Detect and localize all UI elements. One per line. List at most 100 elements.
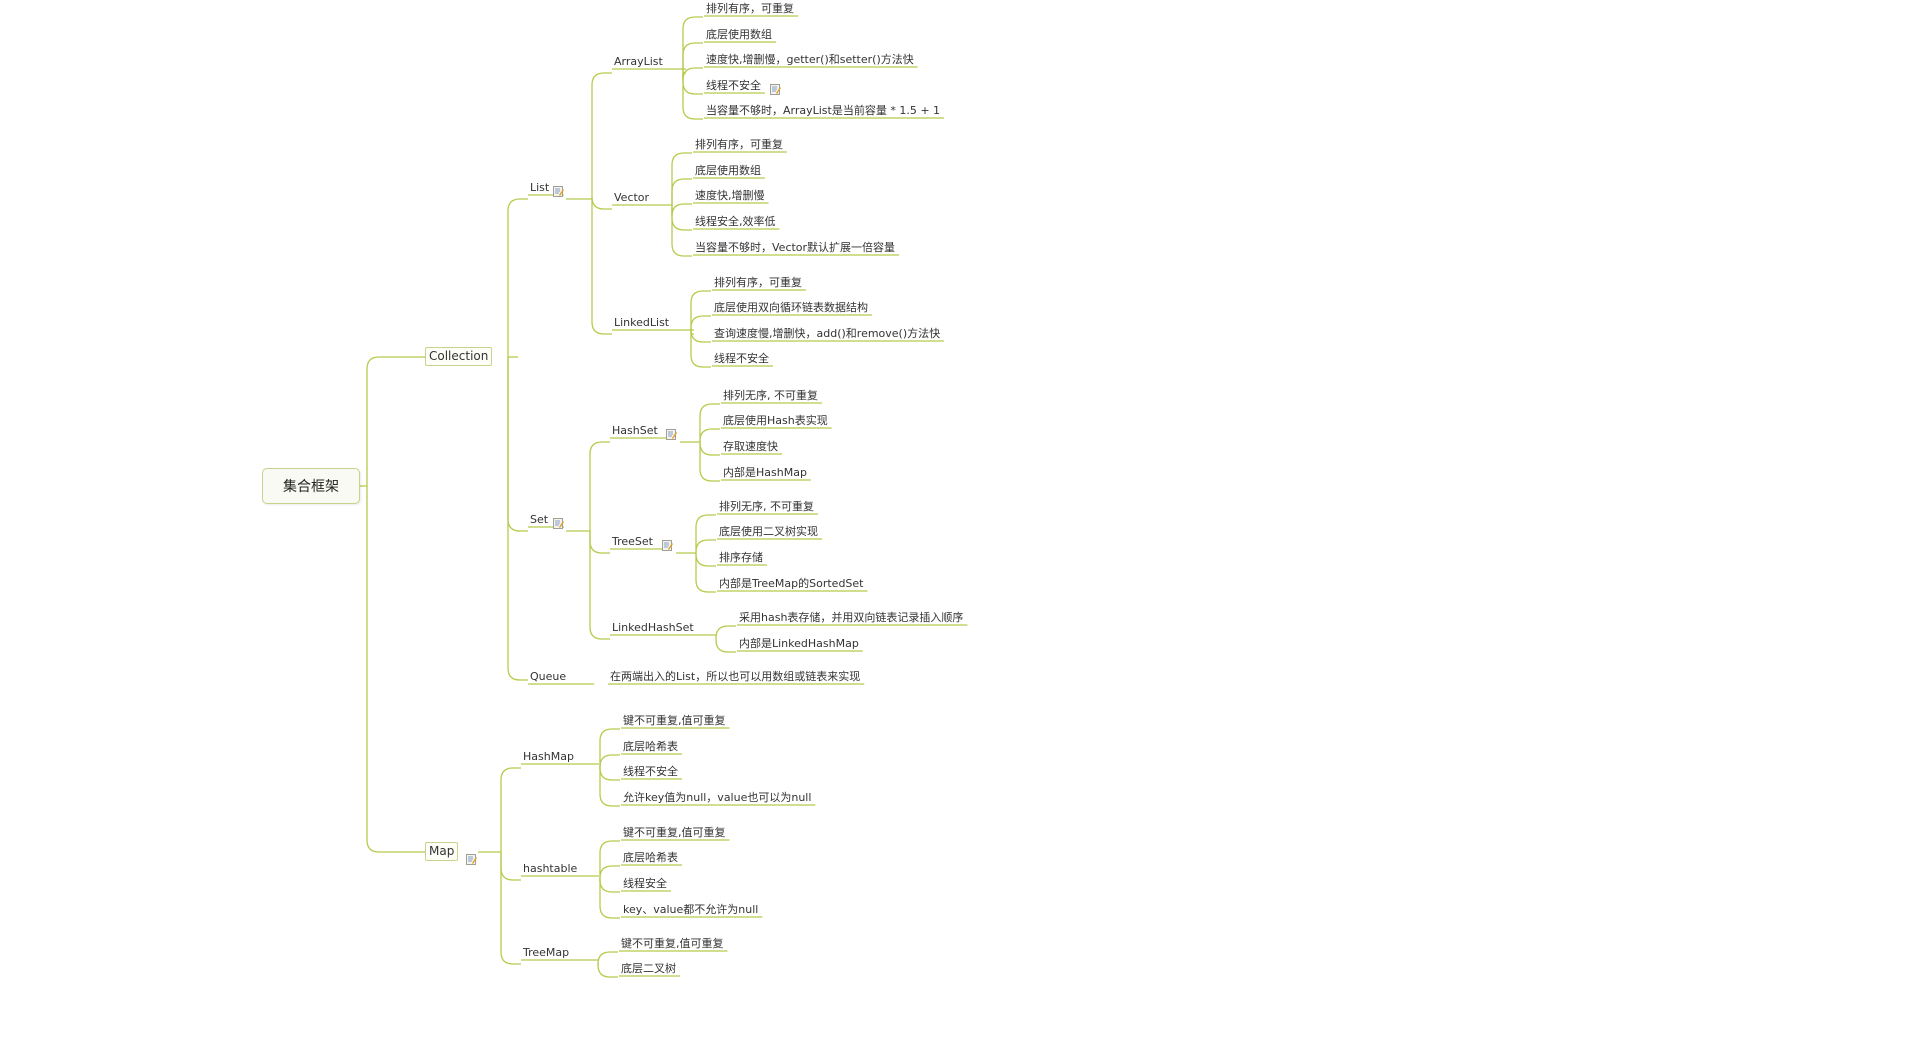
- hashtable-item[interactable]: 底层哈希表: [623, 851, 678, 864]
- node-hashset[interactable]: HashSet: [612, 424, 658, 437]
- list-branch: [591, 199, 612, 335]
- set-branch: [589, 531, 610, 640]
- list-branch: [591, 196, 612, 210]
- arraylist-item[interactable]: 速度快,增删慢，getter()和setter()方法快: [706, 53, 914, 66]
- set-branch: [589, 441, 610, 531]
- node-linkedhashset[interactable]: LinkedHashSet: [612, 621, 694, 634]
- root-branch: [366, 356, 425, 486]
- hashtable-branch: [599, 840, 620, 880]
- hashset-branch: [699, 428, 720, 442]
- note-icon[interactable]: [666, 425, 677, 440]
- hashtable-item[interactable]: key、value都不允许为null: [623, 903, 759, 916]
- node-treeset[interactable]: TreeSet: [612, 535, 653, 548]
- queue-item[interactable]: 在两端出入的List，所以也可以用数组或链表来实现: [610, 670, 861, 683]
- collection-label: Collection: [429, 349, 489, 363]
- linkedhashset-branch: [715, 639, 736, 653]
- hashmap-branch: [599, 754, 620, 768]
- note-icon[interactable]: [466, 850, 477, 865]
- treeset-item[interactable]: 排列无序, 不可重复: [719, 500, 814, 513]
- hashmap-branch: [599, 768, 620, 807]
- hashmap-item[interactable]: 键不可重复,值可重复: [623, 714, 726, 727]
- arraylist-branch: [682, 73, 703, 120]
- linkedlist-branch: [690, 329, 711, 343]
- hashset-item[interactable]: 内部是HashMap: [723, 466, 807, 479]
- root-branch: [366, 486, 425, 853]
- treeset-item[interactable]: 底层使用二叉树实现: [719, 525, 818, 538]
- vector-branch: [671, 152, 692, 209]
- vector-item[interactable]: 当容量不够时，Vector默认扩展一倍容量: [695, 241, 896, 254]
- map-label: Map: [429, 844, 455, 858]
- treeset-branch: [695, 514, 716, 553]
- linkedlist-branch: [690, 290, 711, 334]
- node-vector[interactable]: Vector: [614, 191, 650, 204]
- node-set[interactable]: Set: [530, 513, 549, 526]
- node-queue[interactable]: Queue: [530, 670, 567, 683]
- note-icon[interactable]: [553, 514, 564, 529]
- vector-branch: [671, 178, 692, 209]
- arraylist-branch: [682, 73, 703, 95]
- hashset-item[interactable]: 排列无序, 不可重复: [723, 389, 818, 402]
- linkedlist-branch: [690, 334, 711, 368]
- linkedhashset-item[interactable]: 内部是LinkedHashMap: [739, 637, 859, 650]
- arraylist-branch: [682, 42, 703, 73]
- hashtable-branch: [599, 880, 620, 919]
- node-hashtable[interactable]: hashtable: [523, 862, 578, 875]
- arraylist-item[interactable]: 底层使用数组: [706, 28, 772, 41]
- linkedlist-item[interactable]: 查询速度慢,增删快，add()和remove()方法快: [714, 327, 941, 340]
- hashset-item[interactable]: 存取速度快: [723, 440, 778, 453]
- node-arraylist[interactable]: ArrayList: [614, 55, 663, 68]
- collection-branch: [507, 357, 528, 681]
- note-icon[interactable]: [770, 80, 781, 95]
- hashmap-branch: [599, 728, 620, 768]
- node-list[interactable]: List: [530, 181, 550, 194]
- arraylist-item[interactable]: 线程不安全: [706, 79, 761, 92]
- vector-item[interactable]: 底层使用数组: [695, 164, 761, 177]
- arraylist-item[interactable]: 当容量不够时，ArrayList是当前容量 * 1.5 + 1: [706, 104, 941, 117]
- map-branch: [500, 852, 521, 881]
- node-linkedlist[interactable]: LinkedList: [614, 316, 670, 329]
- treeset-branch: [695, 553, 716, 567]
- hashtable-item[interactable]: 键不可重复,值可重复: [623, 826, 726, 839]
- vector-branch: [671, 203, 692, 217]
- node-collection[interactable]: Collection: [425, 347, 493, 366]
- vector-branch: [671, 209, 692, 257]
- treemap-branch: [597, 951, 618, 965]
- root-node[interactable]: 集合框架: [262, 468, 360, 504]
- hashset-item[interactable]: 底层使用Hash表实现: [723, 414, 828, 427]
- linkedlist-item[interactable]: 排列有序，可重复: [714, 276, 802, 289]
- treemap-item[interactable]: 键不可重复,值可重复: [621, 937, 724, 950]
- treemap-branch: [597, 964, 618, 978]
- linkedhashset-item[interactable]: 采用hash表存储，并用双向链表记录插入顺序: [739, 611, 964, 624]
- arraylist-item[interactable]: 排列有序，可重复: [706, 2, 794, 15]
- vector-item[interactable]: 速度快,增删慢: [695, 189, 765, 202]
- treeset-item[interactable]: 排序存储: [719, 551, 763, 564]
- collection-branch: [507, 357, 528, 532]
- hashmap-item[interactable]: 允许key值为null，value也可以为null: [623, 791, 812, 804]
- note-icon[interactable]: [662, 536, 673, 551]
- node-map[interactable]: Map: [425, 842, 459, 861]
- map-branch: [500, 852, 521, 965]
- arraylist-branch: [682, 67, 703, 81]
- node-hashmap[interactable]: HashMap: [523, 750, 574, 763]
- treemap-item[interactable]: 底层二叉树: [621, 962, 676, 975]
- hashset-branch: [699, 442, 720, 482]
- linkedlist-item[interactable]: 底层使用双向循环链表数据结构: [714, 301, 868, 314]
- linkedlist-branch: [690, 315, 711, 334]
- treeset-branch: [695, 553, 716, 593]
- hashmap-item[interactable]: 线程不安全: [623, 765, 678, 778]
- treeset-item[interactable]: 内部是TreeMap的SortedSet: [719, 577, 864, 590]
- set-branch: [589, 531, 610, 554]
- hashmap-item[interactable]: 底层哈希表: [623, 740, 678, 753]
- list-branch: [591, 72, 612, 199]
- vector-item[interactable]: 线程安全,效率低: [695, 215, 776, 228]
- linkedlist-item[interactable]: 线程不安全: [714, 352, 769, 365]
- treeset-branch: [695, 539, 716, 553]
- vector-item[interactable]: 排列有序，可重复: [695, 138, 783, 151]
- hashtable-branch: [599, 865, 620, 880]
- hashmap-branch: [599, 767, 620, 781]
- hashtable-item[interactable]: 线程安全: [623, 877, 667, 890]
- node-treemap[interactable]: TreeMap: [523, 946, 570, 959]
- note-icon[interactable]: [553, 182, 564, 197]
- arraylist-branch: [682, 16, 703, 73]
